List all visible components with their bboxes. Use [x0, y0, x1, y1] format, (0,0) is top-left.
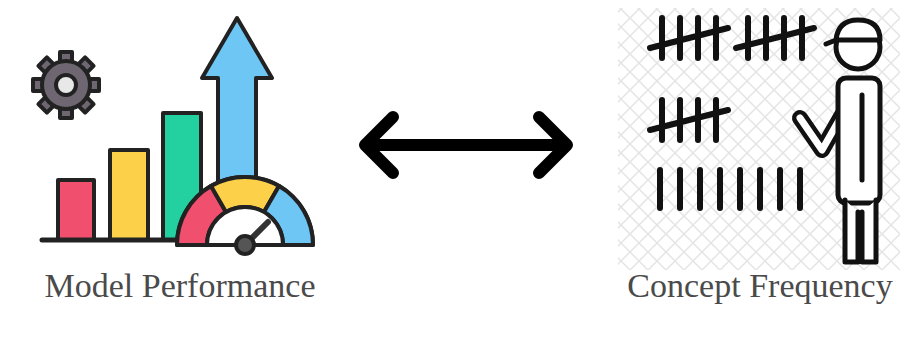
bar — [110, 150, 148, 240]
bar — [58, 180, 94, 240]
icon-node: Model Performance — [40, 0, 320, 340]
gear-symbol — [33, 52, 99, 118]
person-symbol — [800, 20, 880, 262]
gauge-symbol — [177, 177, 313, 254]
tally-marks — [650, 18, 814, 208]
performance-icon — [33, 18, 313, 254]
double-arrow — [365, 117, 567, 173]
node-label: Concept Frequency — [612, 266, 908, 307]
hatch-ground — [618, 8, 900, 270]
node-label: Model Performance — [40, 266, 320, 307]
icon-node: Concept Frequency — [612, 0, 908, 340]
frequency-icon — [618, 8, 900, 270]
